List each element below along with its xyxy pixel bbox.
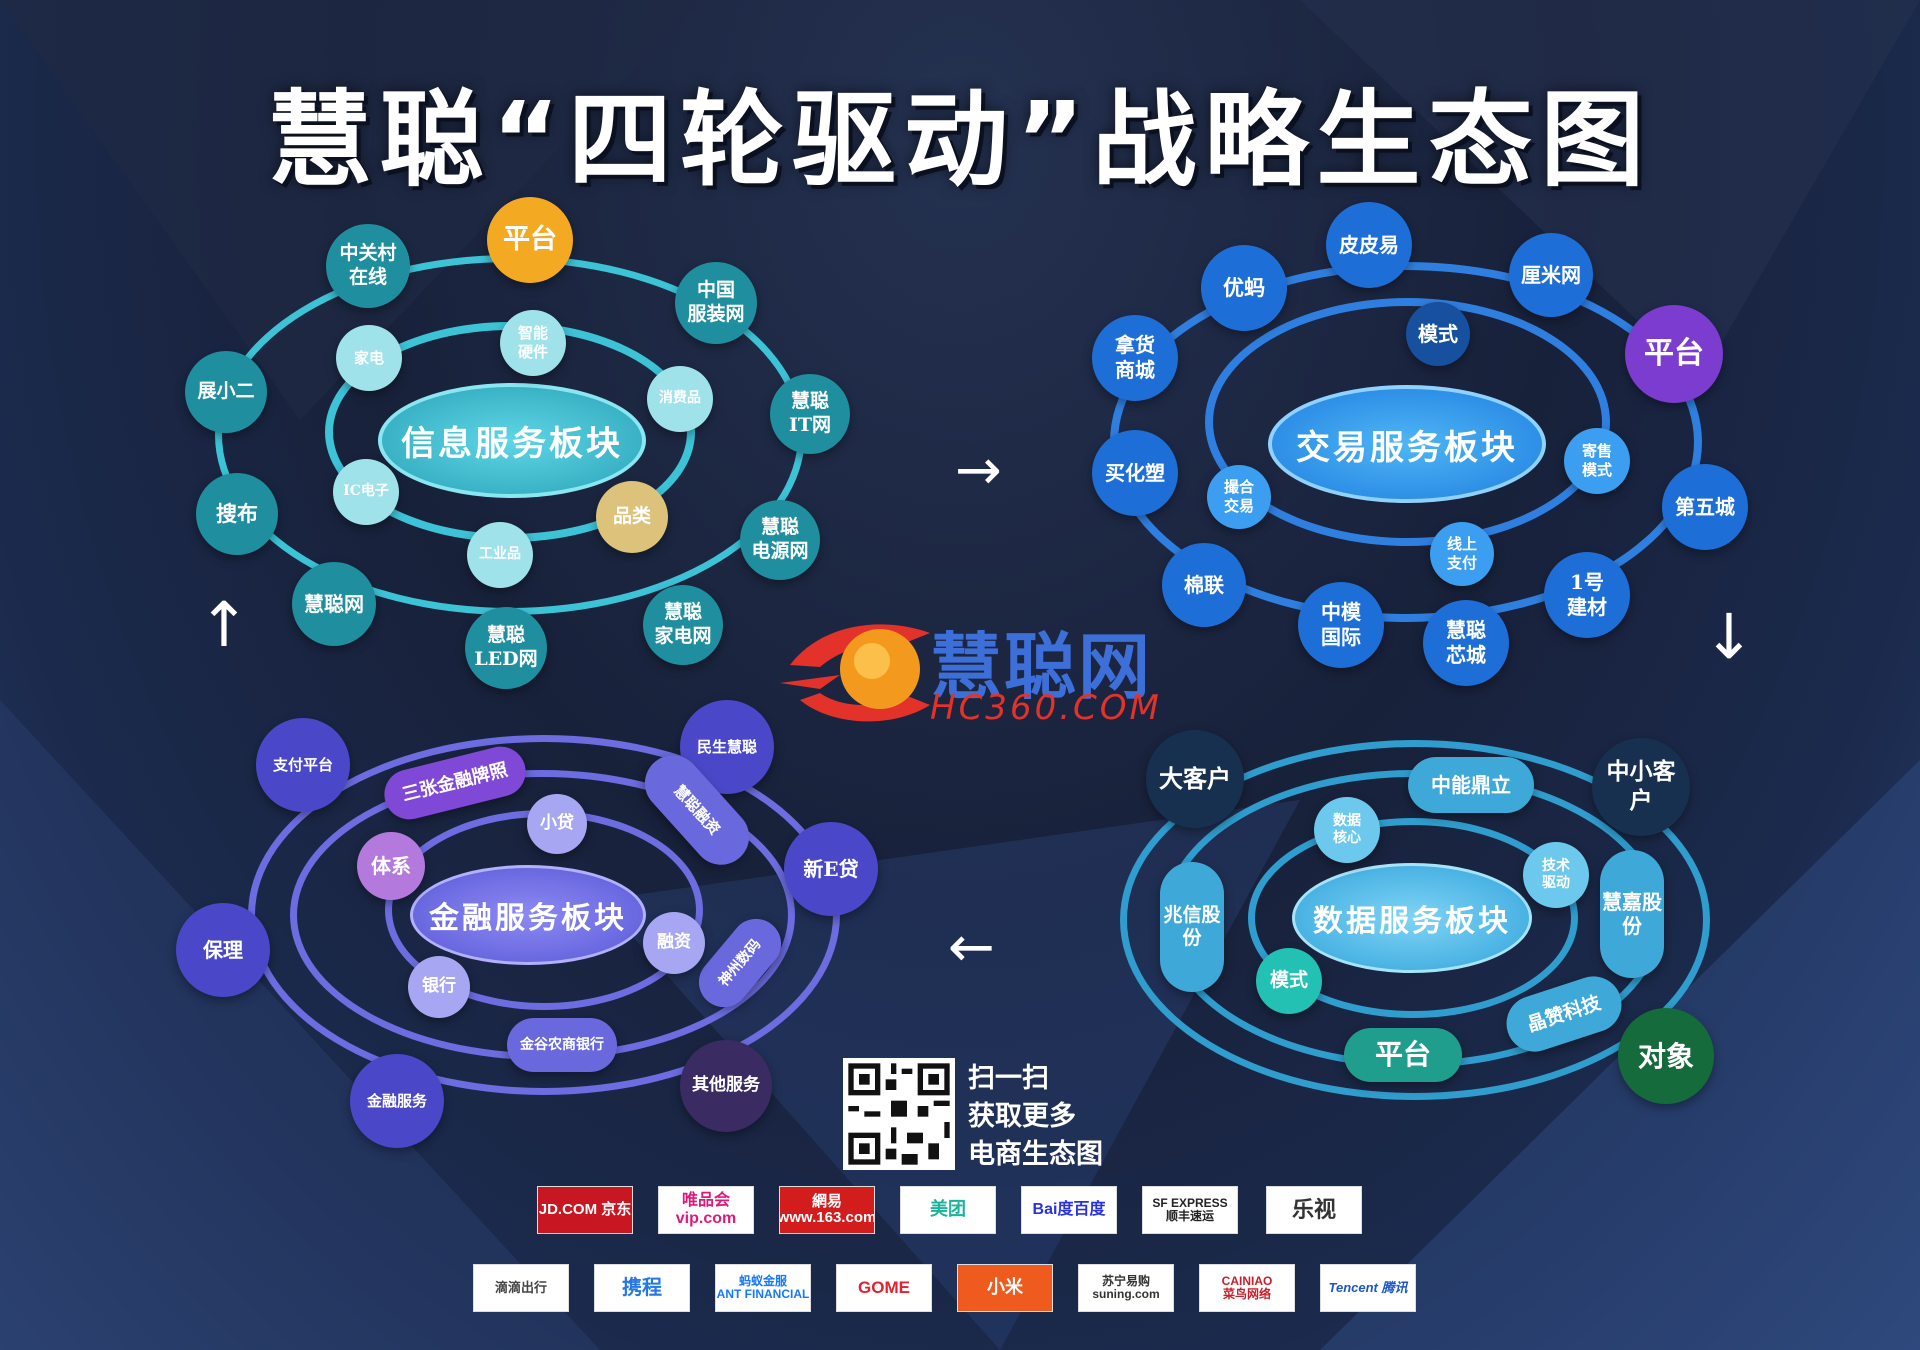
trade-node-diwucheng: 第五城: [1662, 464, 1748, 550]
data-mid-huijia: 慧嘉股份: [1600, 850, 1664, 978]
trade-node-pipiyi: 皮皮易: [1326, 202, 1412, 288]
fin-node-financial: 金融服务: [350, 1054, 444, 1148]
info-node-hc360: 慧聪网: [292, 562, 376, 646]
data-center: 数据服务板块: [1292, 863, 1532, 973]
data-node-object: 对象: [1618, 1008, 1714, 1104]
fin-node-factoring: 保理: [176, 903, 270, 997]
brand-en: HC360.COM: [930, 688, 1162, 728]
fin-inner-system: 体系: [357, 832, 425, 900]
arrow-up-icon: ↑: [198, 588, 250, 661]
fin-node-other: 其他服务: [680, 1040, 772, 1132]
info-node-zhongguo: 中国 服装网: [675, 262, 757, 344]
trade-node-platform: 平台: [1625, 305, 1723, 403]
trade-inner-ring: [1205, 298, 1610, 546]
trade-node-xincheng: 慧聪 芯城: [1423, 600, 1509, 686]
logo-vip: 唯品会 vip.com: [658, 1186, 754, 1234]
fin-node-payment: 支付平台: [256, 718, 350, 812]
info-node-zhanxiaoer: 展小二: [185, 351, 267, 433]
info-center: 信息服务板块: [378, 383, 646, 498]
brand-cn: 慧聪网: [930, 625, 1153, 709]
info-inner-consumer: 消费品: [647, 366, 713, 432]
page-title: 慧聪“四轮驱动”战略生态图: [267, 79, 1653, 201]
data-inner-ring: [1248, 818, 1578, 1018]
arrow-right-icon: →: [955, 438, 1002, 503]
logo-suning: 苏宁易购 suning.com: [1078, 1264, 1174, 1312]
trade-node-zhongmo: 中模 国际: [1298, 582, 1384, 668]
info-node-platform: 平台: [487, 197, 573, 283]
trade-node-maihuasu: 买化塑: [1092, 430, 1178, 516]
logo-ctrip: 携程: [594, 1264, 690, 1312]
logo-meituan: 美团: [900, 1186, 996, 1234]
fin-node-minsheng: 民生慧聪: [680, 700, 774, 794]
logo-cainiao: CAINIAO 菜鸟网络: [1199, 1264, 1295, 1312]
logo-gome: GOME: [836, 1264, 932, 1312]
data-node-sme-client: 中小客户: [1592, 738, 1690, 836]
data-outer-ring: [1120, 740, 1710, 1100]
logo-baidu: Bai度百度: [1021, 1186, 1117, 1234]
data-mid-zhaoxin: 兆信股份: [1160, 862, 1224, 992]
data-node-platform: 平台: [1344, 1028, 1462, 1082]
fin-inner-loan: 小贷: [527, 794, 587, 854]
logo-sf: SF EXPRESS 顺丰速运: [1142, 1186, 1238, 1234]
trade-node-nahuo: 拿货 商城: [1092, 315, 1178, 401]
trade-inner-mode: 模式: [1406, 302, 1470, 366]
hc360-logo-icon: [780, 624, 930, 722]
info-inner-ic: IC电子: [333, 459, 399, 525]
logo-163: 網易 www.163.com: [779, 1186, 875, 1234]
scan-qr-text: 扫一扫 获取更多 电商生态图: [968, 1063, 1103, 1170]
arrow-down-icon: ↓: [1703, 600, 1755, 673]
data-node-big-client: 大客户: [1146, 730, 1244, 828]
data-inner-tech: 技术 驱动: [1523, 842, 1589, 908]
logo-didi: 滴滴出行: [473, 1264, 569, 1312]
arrow-left-icon: ←: [948, 915, 995, 980]
logo-ant: 蚂蚁金服 ANT FINANCIAL: [715, 1264, 811, 1312]
info-inner-smart: 智能 硬件: [500, 310, 566, 376]
data-inner-core: 数据 核心: [1314, 797, 1380, 863]
trade-node-youma: 优蚂: [1201, 245, 1287, 331]
qr-code-icon[interactable]: [843, 1058, 955, 1170]
info-node-appliance: 慧聪 家电网: [643, 585, 723, 665]
finance-center: 金融服务板块: [410, 865, 646, 965]
info-inner-category: 品类: [596, 481, 668, 553]
data-inner-mode: 模式: [1256, 948, 1322, 1014]
info-node-zol: 中关村 在线: [326, 224, 410, 308]
info-inner-industrial: 工业品: [467, 522, 533, 588]
info-node-led: 慧聪 LED网: [465, 607, 547, 689]
data-mid-zhongneng: 中能鼎立: [1408, 757, 1534, 813]
trade-node-1hao: 1号 建材: [1544, 552, 1630, 638]
fin-inner-financing: 融资: [643, 912, 705, 974]
fin-inner-bank: 银行: [408, 956, 470, 1018]
info-node-soubu: 搜布: [196, 473, 278, 555]
logo-mi: 小米: [957, 1264, 1053, 1312]
trade-inner-pay: 线上 支付: [1430, 522, 1494, 586]
trade-inner-match: 撮合 交易: [1207, 465, 1271, 529]
trade-center: 交易服务板块: [1268, 385, 1546, 503]
info-node-it: 慧聪 IT网: [770, 374, 850, 454]
trade-node-limi: 厘米网: [1509, 233, 1593, 317]
logo-tencent: Tencent 腾讯: [1320, 1264, 1416, 1312]
info-node-power: 慧聪 电源网: [740, 500, 820, 580]
trade-node-mianlian: 棉联: [1162, 543, 1246, 627]
logo-jd: JD.COM 京东: [537, 1186, 633, 1234]
trade-inner-consign: 寄售 模式: [1564, 428, 1630, 494]
fin-mid-jingu: 金谷农商银行: [507, 1018, 617, 1072]
logo-letv: 乐视: [1266, 1186, 1362, 1234]
info-inner-home: 家电: [336, 325, 402, 391]
fin-node-newe: 新E贷: [784, 822, 878, 916]
